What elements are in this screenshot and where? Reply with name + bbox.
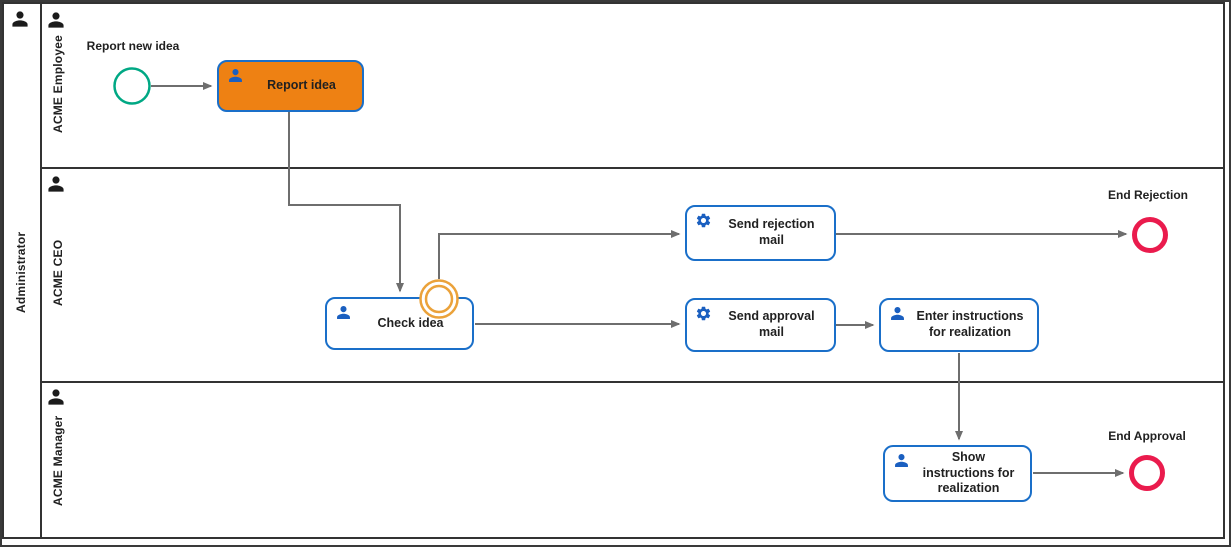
lane-label-acme-ceo[interactable]: ACME CEO <box>51 239 65 307</box>
task-label: Check idea <box>377 315 444 330</box>
task-report-idea[interactable]: Report idea <box>217 60 364 112</box>
lane-divider-2 <box>40 381 1223 383</box>
boundary-event[interactable] <box>419 279 459 319</box>
task-send-rejection-mail[interactable]: Send rejection mail <box>685 205 836 261</box>
end-approval-label: End Approval <box>1108 429 1186 443</box>
user-task-icon <box>893 452 910 469</box>
lane-divider-1 <box>40 167 1223 169</box>
end-rejection-label: End Rejection <box>1107 188 1188 202</box>
task-show-instructions[interactable]: Show instructions for realization <box>883 445 1032 502</box>
pool-administrator[interactable] <box>2 2 1225 539</box>
user-task-icon <box>335 304 352 321</box>
pool-label-divider <box>40 4 42 537</box>
task-label: Show instructions for realization <box>922 450 1015 496</box>
end-event-rejection[interactable] <box>1132 217 1168 253</box>
task-label: Report idea <box>267 78 336 93</box>
task-send-approval-mail[interactable]: Send approval mail <box>685 298 836 352</box>
task-label: Enter instructions for realization <box>916 309 1024 339</box>
start-event[interactable] <box>113 67 151 105</box>
task-enter-instructions[interactable]: Enter instructions for realization <box>879 298 1039 352</box>
user-task-icon <box>889 305 906 322</box>
end-event-approval[interactable] <box>1129 455 1165 491</box>
task-label: Send approval mail <box>728 309 815 339</box>
service-task-gear-icon <box>695 305 712 322</box>
lane-label-acme-employee[interactable]: ACME Employee <box>51 35 65 134</box>
start-event-label: Report new idea <box>86 39 180 53</box>
pool-label[interactable]: Administrator <box>14 231 28 314</box>
lane-label-acme-manager[interactable]: ACME Manager <box>51 415 65 507</box>
task-label: Send rejection mail <box>728 217 815 247</box>
user-task-icon <box>227 67 244 84</box>
service-task-gear-icon <box>695 212 712 229</box>
